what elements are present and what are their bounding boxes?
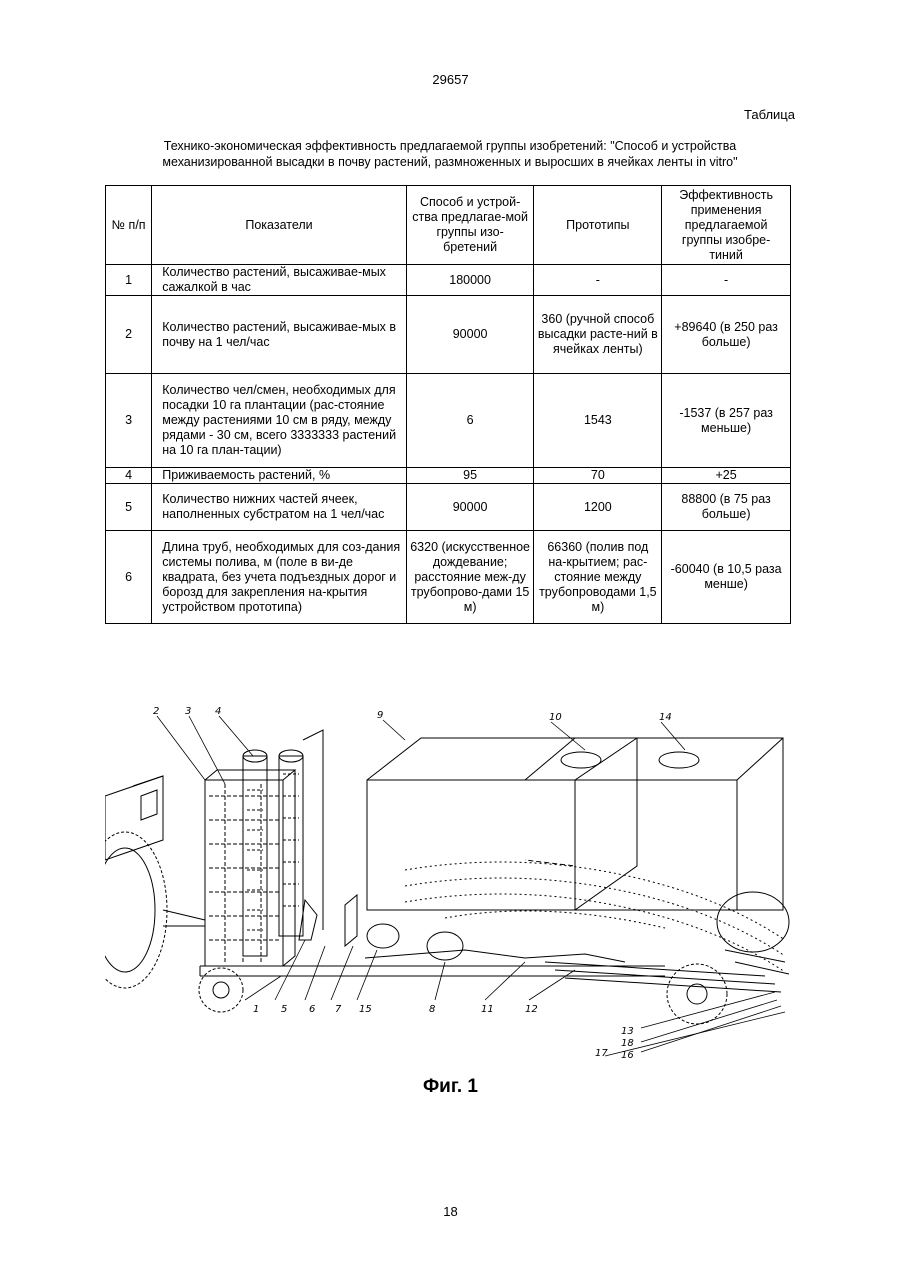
row-efficiency: +25: [662, 468, 791, 484]
row-prototype: 360 (ручной способ высадки расте-ний в я…: [534, 296, 662, 374]
row-efficiency: -: [662, 265, 791, 296]
row-num: 1: [106, 265, 152, 296]
label-16: 16: [621, 1050, 634, 1060]
table-row: 5 Количество нижних частей ячеек, наполн…: [106, 484, 791, 531]
row-prototype: 1543: [534, 374, 662, 468]
row-method: 95: [406, 468, 534, 484]
tractor-cabin: [105, 776, 163, 860]
table-row: 4 Приживаемость растений, % 95 70 +25: [106, 468, 791, 484]
row-prototype: 70: [534, 468, 662, 484]
row-indicator: Количество растений, высаживае-мых в поч…: [152, 296, 406, 374]
leader-lines: [157, 716, 785, 1056]
hitch: [163, 910, 205, 926]
row-indicator: Количество растений, высаживае-мых сажал…: [152, 265, 406, 296]
row-method: 6320 (искусственное дождевание; расстоян…: [406, 531, 534, 624]
tractor-wheel: [105, 832, 167, 988]
label-9: 9: [377, 710, 383, 721]
row-prototype: -: [534, 265, 662, 296]
label-6: 6: [309, 1004, 315, 1015]
table-row: 1 Количество растений, высаживае-мых саж…: [106, 265, 791, 296]
label-14: 14: [659, 712, 672, 723]
rear-wheel: [667, 892, 789, 1024]
table-row: 3 Количество чел/смен, необходимых для п…: [106, 374, 791, 468]
table-row: 2 Количество растений, высаживае-мых в п…: [106, 296, 791, 374]
row-method: 90000: [406, 296, 534, 374]
row-method: 6: [406, 374, 534, 468]
cassette-block: [205, 770, 295, 966]
label-4: 4: [215, 706, 221, 717]
row-num: 6: [106, 531, 152, 624]
table-label: Таблица: [744, 107, 795, 122]
row-indicator: Приживаемость растений, %: [152, 468, 406, 484]
label-8: 8: [429, 1004, 435, 1015]
front-wheel: [199, 968, 243, 1012]
rollers: [365, 924, 625, 962]
cassette-column-right: [279, 730, 323, 936]
document-number: 29657: [0, 72, 901, 87]
row-prototype: 1200: [534, 484, 662, 531]
table-row: 6 Длина труб, необходимых для соз-дания …: [106, 531, 791, 624]
table-caption: Технико-экономическая эффективность пред…: [120, 138, 780, 170]
label-2: 2: [153, 706, 159, 717]
label-7: 7: [335, 1004, 342, 1015]
caption-line-2: механизированной высадки в почву растени…: [120, 154, 780, 170]
efficiency-table: № п/п Показатели Способ и устрой-ства пр…: [105, 185, 791, 624]
row-indicator: Количество чел/смен, необходимых для пос…: [152, 374, 406, 468]
label-17: 17: [595, 1048, 608, 1059]
label-11: 11: [481, 1004, 494, 1015]
label-10: 10: [549, 712, 562, 723]
figure-caption: Фиг. 1: [0, 1076, 901, 1098]
row-method: 90000: [406, 484, 534, 531]
label-15: 15: [359, 1004, 372, 1015]
container-box-left: [367, 738, 637, 910]
row-method: 180000: [406, 265, 534, 296]
label-13: 13: [621, 1026, 634, 1037]
header-num: № п/п: [106, 186, 152, 265]
row-prototype: 66360 (полив под на-крытием; рас-стояние…: [534, 531, 662, 624]
chassis-frame: [200, 966, 665, 976]
row-indicator: Количество нижних частей ячеек, наполнен…: [152, 484, 406, 531]
plate: [345, 895, 357, 946]
row-num: 3: [106, 374, 152, 468]
label-3: 3: [185, 706, 191, 717]
planting-tubes: [545, 950, 789, 992]
header-indicator: Показатели: [152, 186, 406, 265]
planting-machine-drawing: 2 3 4 9 10 14 1 5 6 7 15 8 11 12 13 18 1…: [105, 700, 795, 1060]
label-5: 5: [281, 1004, 287, 1015]
row-efficiency: -60040 (в 10,5 раза менше): [662, 531, 791, 624]
figure-labels: 2 3 4 9 10 14 1 5 6 7 15 8 11 12 13 18 1…: [153, 706, 672, 1060]
container-box-right: [525, 738, 783, 910]
label-12: 12: [525, 1004, 538, 1015]
label-1: 1: [253, 1004, 259, 1015]
row-num: 5: [106, 484, 152, 531]
page-number: 18: [0, 1204, 901, 1219]
table-header-row: № п/п Показатели Способ и устрой-ства пр…: [106, 186, 791, 265]
row-num: 4: [106, 468, 152, 484]
row-efficiency: 88800 (в 75 раз больше): [662, 484, 791, 531]
row-indicator: Длина труб, необходимых для соз-дания си…: [152, 531, 406, 624]
header-efficiency: Эффективность применения предлагаемой гр…: [662, 186, 791, 265]
row-efficiency: +89640 (в 250 раз больше): [662, 296, 791, 374]
row-num: 2: [106, 296, 152, 374]
technical-drawing: 2 3 4 9 10 14 1 5 6 7 15 8 11 12 13 18 1…: [105, 700, 795, 1060]
funnel: [299, 900, 317, 940]
caption-line-1: Технико-экономическая эффективность пред…: [120, 138, 780, 154]
cassette-column-left: [243, 750, 267, 956]
row-efficiency: -1537 (в 257 раз меньше): [662, 374, 791, 468]
header-method: Способ и устрой-ства предлагае-мой групп…: [406, 186, 534, 265]
header-prototypes: Прототипы: [534, 186, 662, 265]
label-18: 18: [621, 1038, 634, 1049]
